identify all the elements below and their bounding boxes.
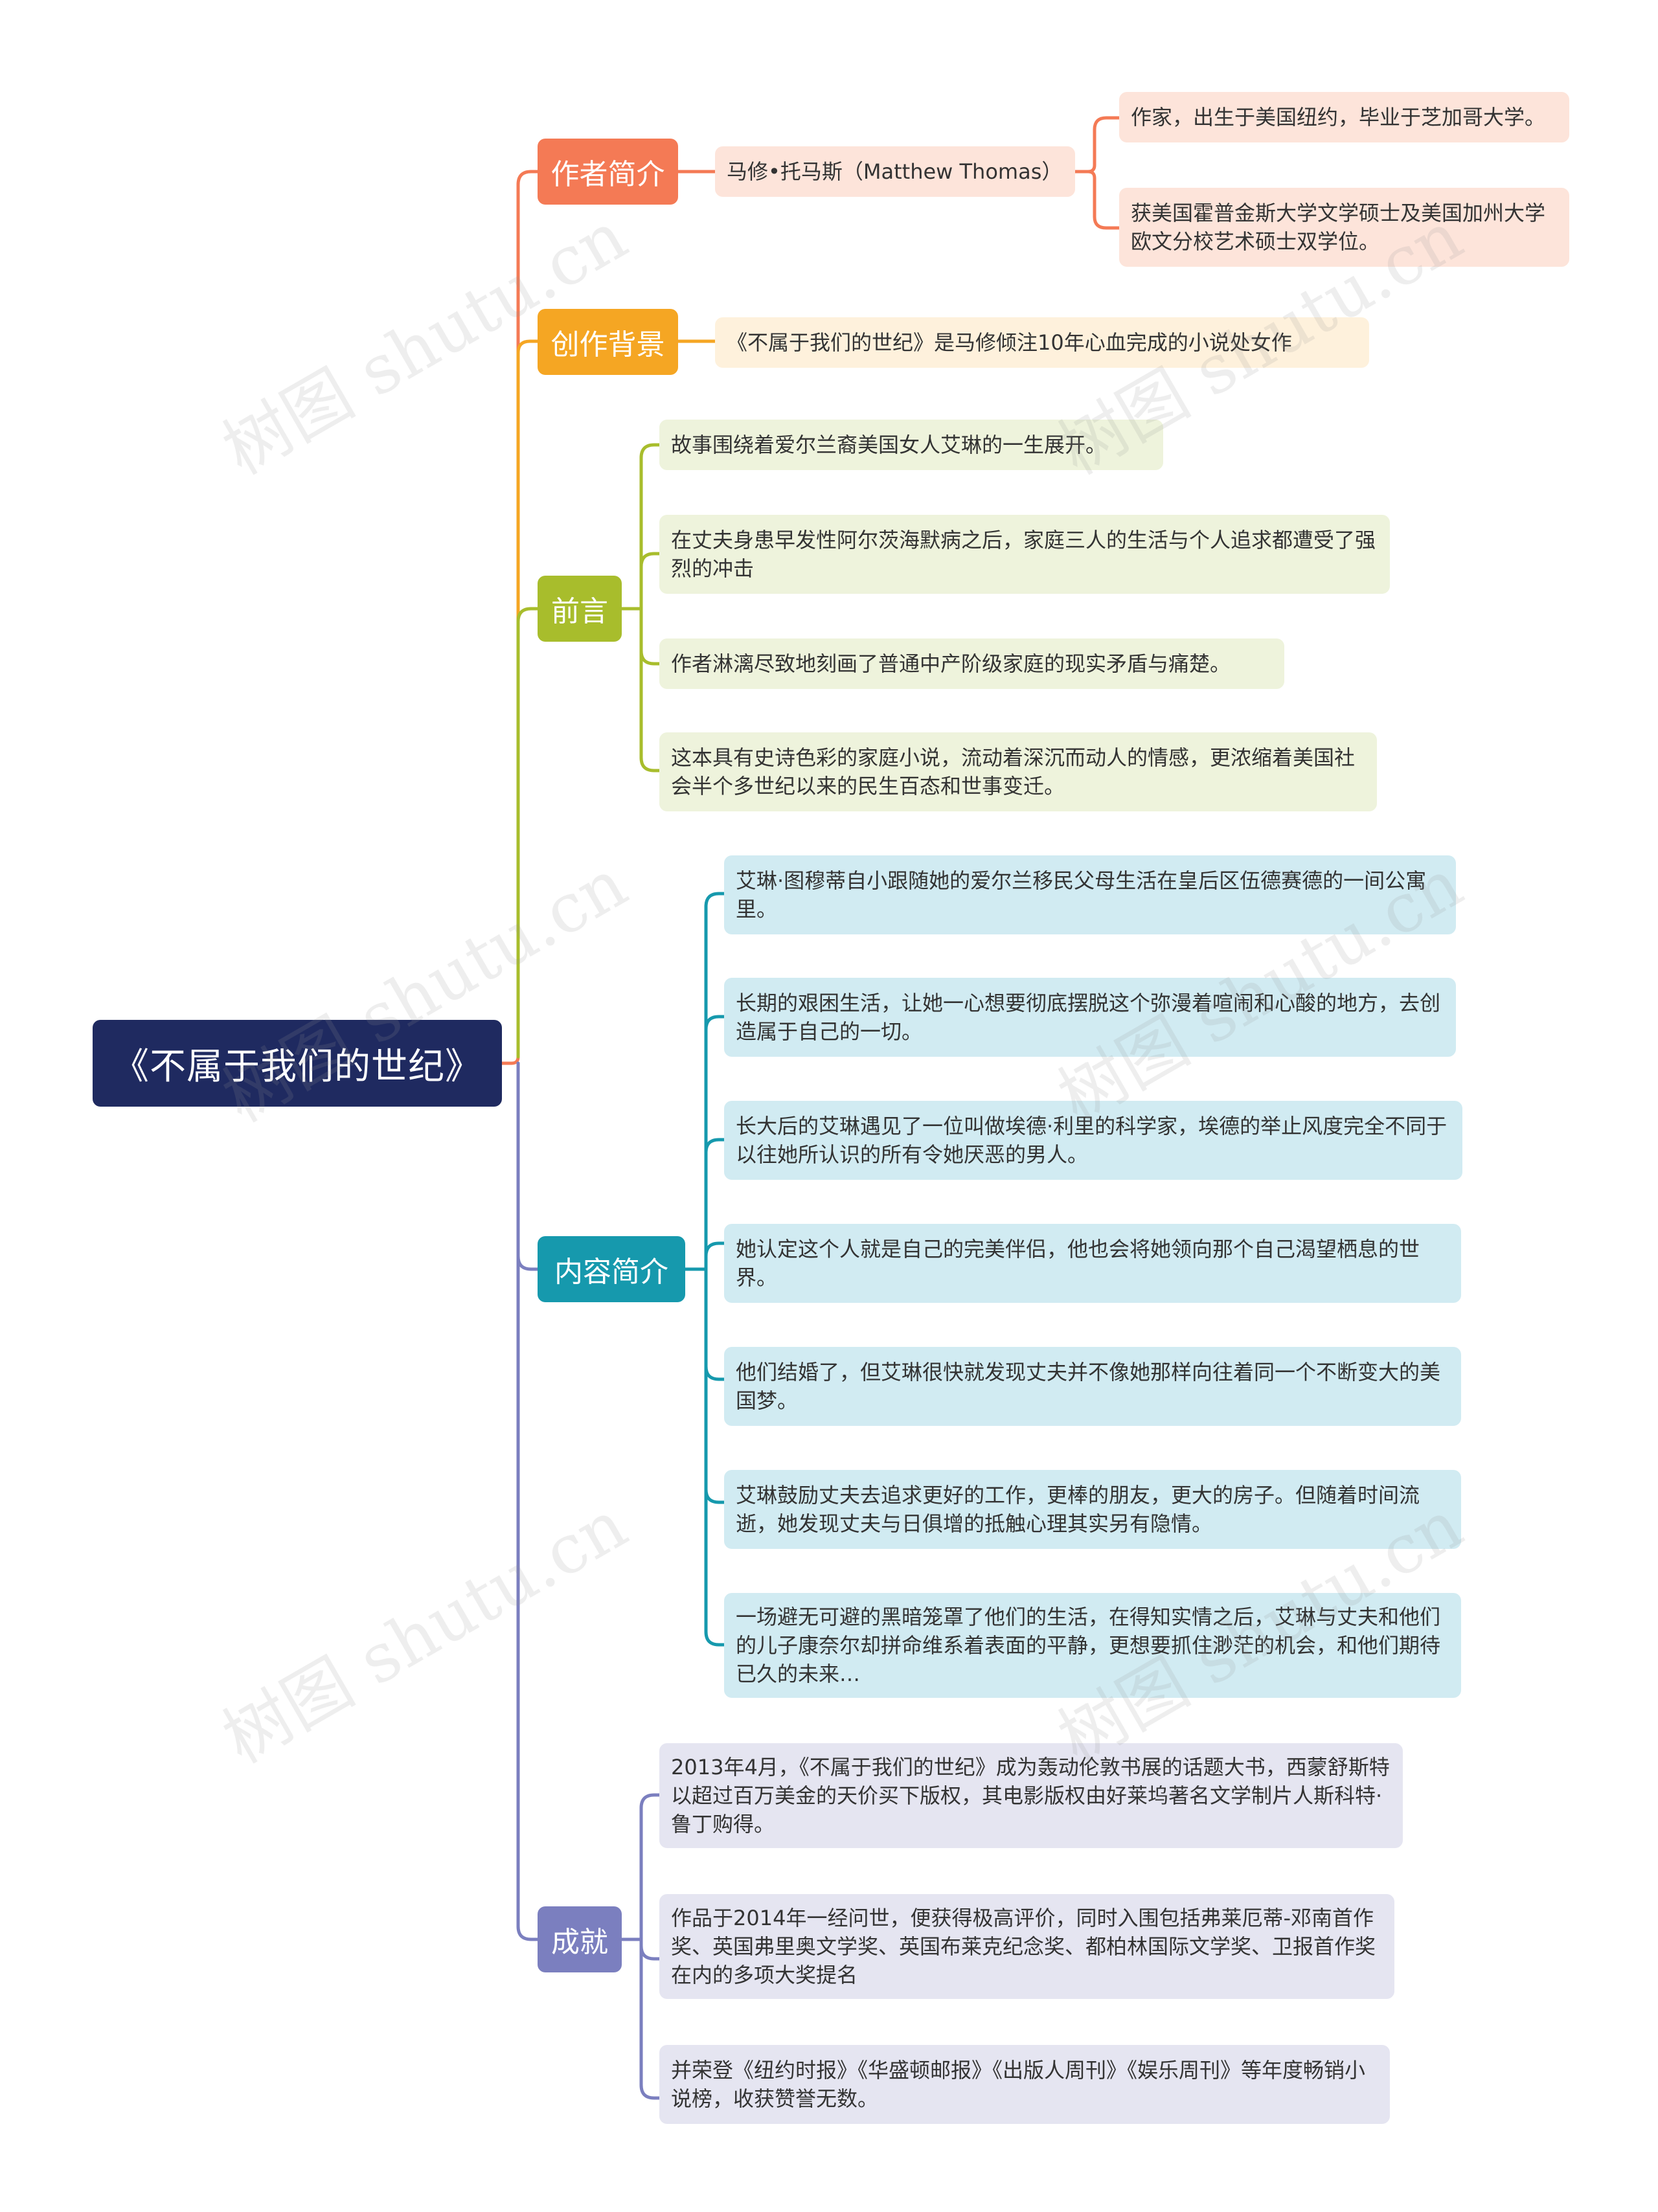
- preface-node[interactable]: 作者淋漓尽致地刻画了普通中产阶级家庭的现实矛盾与痛楚。: [659, 638, 1284, 689]
- content-node[interactable]: 艾琳鼓励丈夫去追求更好的工作，更棒的朋友，更大的房子。但随着时间流逝，她发现丈夫…: [724, 1470, 1461, 1549]
- content-node[interactable]: 长大后的艾琳遇见了一位叫做埃德·利里的科学家，埃德的举止风度完全不同于以往她所认…: [724, 1101, 1462, 1180]
- content-node[interactable]: 她认定这个人就是自己的完美伴侣，他也会将她领向那个自己渴望栖息的世界。: [724, 1224, 1461, 1303]
- topic-preface[interactable]: 前言: [538, 576, 622, 642]
- topic-author-intro[interactable]: 作者简介: [538, 139, 678, 205]
- preface-node[interactable]: 故事围绕着爱尔兰裔美国女人艾琳的一生展开。: [659, 420, 1163, 470]
- preface-node[interactable]: 这本具有史诗色彩的家庭小说，流动着深沉而动人的情感，更浓缩着美国社会半个多世纪以…: [659, 732, 1377, 811]
- achievement-node[interactable]: 2013年4月，《不属于我们的世纪》成为轰动伦敦书展的话题大书，西蒙舒斯特以超过…: [659, 1743, 1403, 1848]
- content-node[interactable]: 一场避无可避的黑暗笼罩了他们的生活，在得知实情之后，艾琳与丈夫和他们的儿子康奈尔…: [724, 1593, 1461, 1698]
- background-node[interactable]: 《不属于我们的世纪》是马修倾注10年心血完成的小说处女作: [715, 317, 1369, 368]
- achievement-node[interactable]: 作品于2014年一经问世，便获得极高评价，同时入围包括弗莱厄蒂-邓南首作奖、英国…: [659, 1894, 1394, 1999]
- content-node[interactable]: 他们结婚了，但艾琳很快就发现丈夫并不像她那样向往着同一个不断变大的美国梦。: [724, 1347, 1461, 1426]
- content-node[interactable]: 艾琳·图穆蒂自小跟随她的爱尔兰移民父母生活在皇后区伍德赛德的一间公寓里。: [724, 855, 1456, 934]
- content-node[interactable]: 长期的艰困生活，让她一心想要彻底摆脱这个弥漫着喧闹和心酸的地方，去创造属于自己的…: [724, 978, 1456, 1057]
- topic-achievement[interactable]: 成就: [538, 1906, 622, 1972]
- author-detail-node[interactable]: 获美国霍普金斯大学文学硕士及美国加州大学欧文分校艺术硕士双学位。: [1119, 188, 1569, 267]
- topic-content-summary[interactable]: 内容简介: [538, 1236, 685, 1302]
- preface-node[interactable]: 在丈夫身患早发性阿尔茨海默病之后，家庭三人的生活与个人追求都遭受了强烈的冲击: [659, 515, 1390, 594]
- topic-creation-background[interactable]: 创作背景: [538, 309, 678, 375]
- author-detail-node[interactable]: 作家，出生于美国纽约，毕业于芝加哥大学。: [1119, 92, 1569, 142]
- achievement-node[interactable]: 并荣登《纽约时报》《华盛顿邮报》《出版人周刊》《娱乐周刊》等年度畅销小说榜，收获…: [659, 2045, 1390, 2124]
- author-name-node[interactable]: 马修•托马斯（Matthew Thomas）: [715, 146, 1075, 197]
- root-topic[interactable]: 《不属于我们的世纪》: [93, 1020, 502, 1107]
